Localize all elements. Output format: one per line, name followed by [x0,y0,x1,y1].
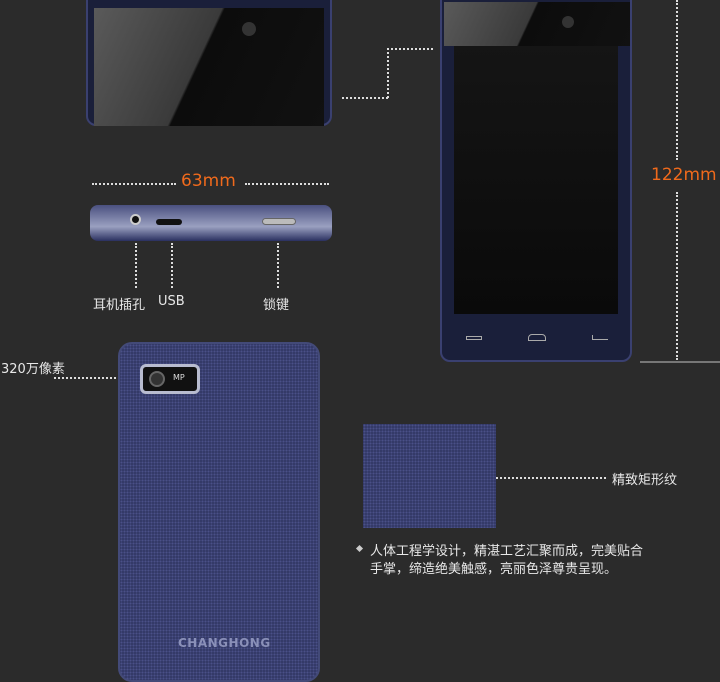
height-dimension-line [676,0,678,160]
phone-glass-top [444,2,630,46]
rear-camera: MP [140,364,200,394]
width-label: 63mm [181,171,236,191]
phone-bottom-edge [90,205,332,241]
baseline [640,361,720,363]
menu-key-icon [466,336,482,340]
callout-line [277,243,279,288]
lock-key-label: 锁键 [263,298,290,313]
connector-line [387,48,389,98]
callout-line [135,243,137,288]
phone-screen [454,44,618,314]
description-line-2: 手掌，缔造绝美触感，亮丽色泽尊贵呈现。 [370,562,618,577]
usb-label: USB [158,294,185,309]
phone-front-right [440,0,632,362]
phone-front-top [86,0,332,126]
camera-lens-icon [149,371,165,387]
height-label: 122mm [651,165,717,185]
lock-key-icon [262,218,296,225]
connector-line [342,97,388,99]
camera-badge: MP [173,373,185,382]
description-line-1: 人体工程学设计，精湛工艺汇聚而成，完美贴合 [370,544,644,559]
camera-callout-line [54,377,116,379]
callout-line [171,243,173,288]
bullet-icon [355,544,364,553]
texture-callout-line [496,477,606,479]
dimension-line [245,183,329,185]
height-dimension-line [676,192,678,360]
dimension-line [92,183,176,185]
phone-screen [94,8,324,126]
headphone-jack-label: 耳机插孔 [93,298,146,313]
connector-line [387,48,433,50]
home-key-icon [528,334,546,341]
texture-label: 精致矩形纹 [612,473,678,488]
phone-back: MP CHANGHONG [118,342,320,682]
front-camera [242,22,256,36]
headphone-jack-icon [130,214,141,225]
texture-swatch [363,424,496,528]
usb-port-icon [156,219,182,225]
back-key-icon [592,335,608,340]
camera-label: 320万像素 [1,362,65,377]
front-camera [562,16,574,28]
brand-logo: CHANGHONG [178,636,271,650]
